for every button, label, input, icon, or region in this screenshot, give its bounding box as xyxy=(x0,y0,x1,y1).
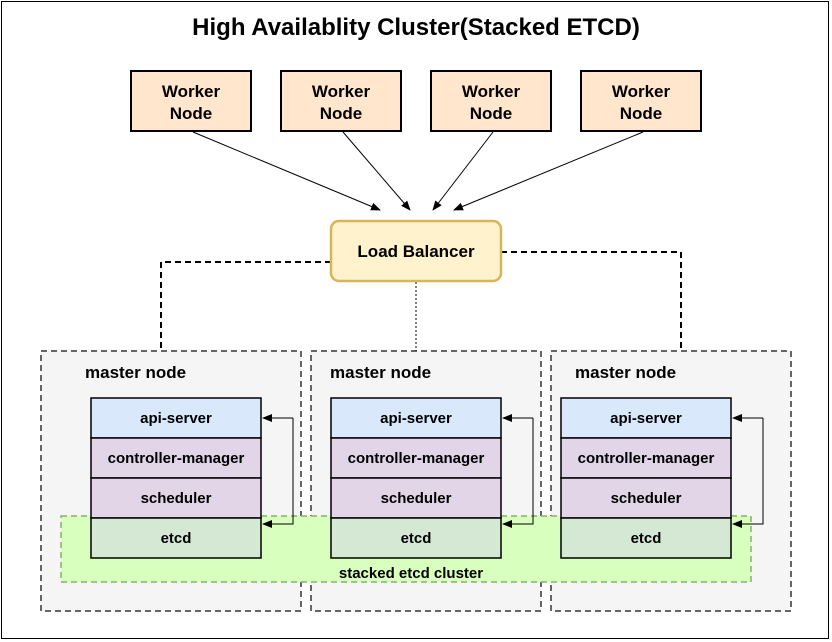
worker-lb-arrows xyxy=(192,131,644,211)
master-node-label: master node xyxy=(85,363,186,382)
scheduler-label: scheduler xyxy=(611,490,682,507)
load-balancer-label: Load Balancer xyxy=(357,242,475,261)
master-node-label: master node xyxy=(330,363,431,382)
api-etcd-connector-3 xyxy=(732,414,764,528)
worker-node-label: Worker xyxy=(162,82,221,101)
component-stack-3: api-server controller-manager scheduler … xyxy=(560,397,732,559)
lb-master-connectors xyxy=(160,251,682,351)
worker-node-4: Worker Node xyxy=(580,70,702,132)
worker-node-label: Node xyxy=(170,104,213,123)
api-etcd-connector-2 xyxy=(502,414,534,528)
scheduler-label: scheduler xyxy=(381,490,452,507)
worker-node-label: Node xyxy=(320,104,363,123)
component-stack-1: api-server controller-manager scheduler … xyxy=(90,397,262,559)
api-server-label: api-server xyxy=(380,410,452,427)
etcd-label: etcd xyxy=(631,530,662,547)
api-server-label: api-server xyxy=(610,410,682,427)
controller-manager-label: controller-manager xyxy=(108,450,245,467)
controller-manager-label: controller-manager xyxy=(578,450,715,467)
scheduler-label: scheduler xyxy=(141,490,212,507)
stacked-etcd-cluster-label: stacked etcd cluster xyxy=(339,565,483,582)
component-stack-2: api-server controller-manager scheduler … xyxy=(330,397,502,559)
worker-node-label: Worker xyxy=(312,82,371,101)
worker-node-1: Worker Node xyxy=(130,70,252,132)
master-node-label: master node xyxy=(575,363,676,382)
etcd-label: etcd xyxy=(401,530,432,547)
api-server-label: api-server xyxy=(140,410,212,427)
worker-node-2: Worker Node xyxy=(280,70,402,132)
api-etcd-connector-1 xyxy=(262,414,294,528)
diagram-title: High Availablity Cluster(Stacked ETCD) xyxy=(192,14,640,41)
worker-node-label: Worker xyxy=(462,82,521,101)
etcd-label: etcd xyxy=(161,530,192,547)
load-balancer: Load Balancer xyxy=(329,219,503,283)
controller-manager-label: controller-manager xyxy=(348,450,485,467)
worker-node-3: Worker Node xyxy=(430,70,552,132)
worker-node-label: Worker xyxy=(612,82,671,101)
worker-node-label: Node xyxy=(470,104,513,123)
worker-node-label: Node xyxy=(620,104,663,123)
